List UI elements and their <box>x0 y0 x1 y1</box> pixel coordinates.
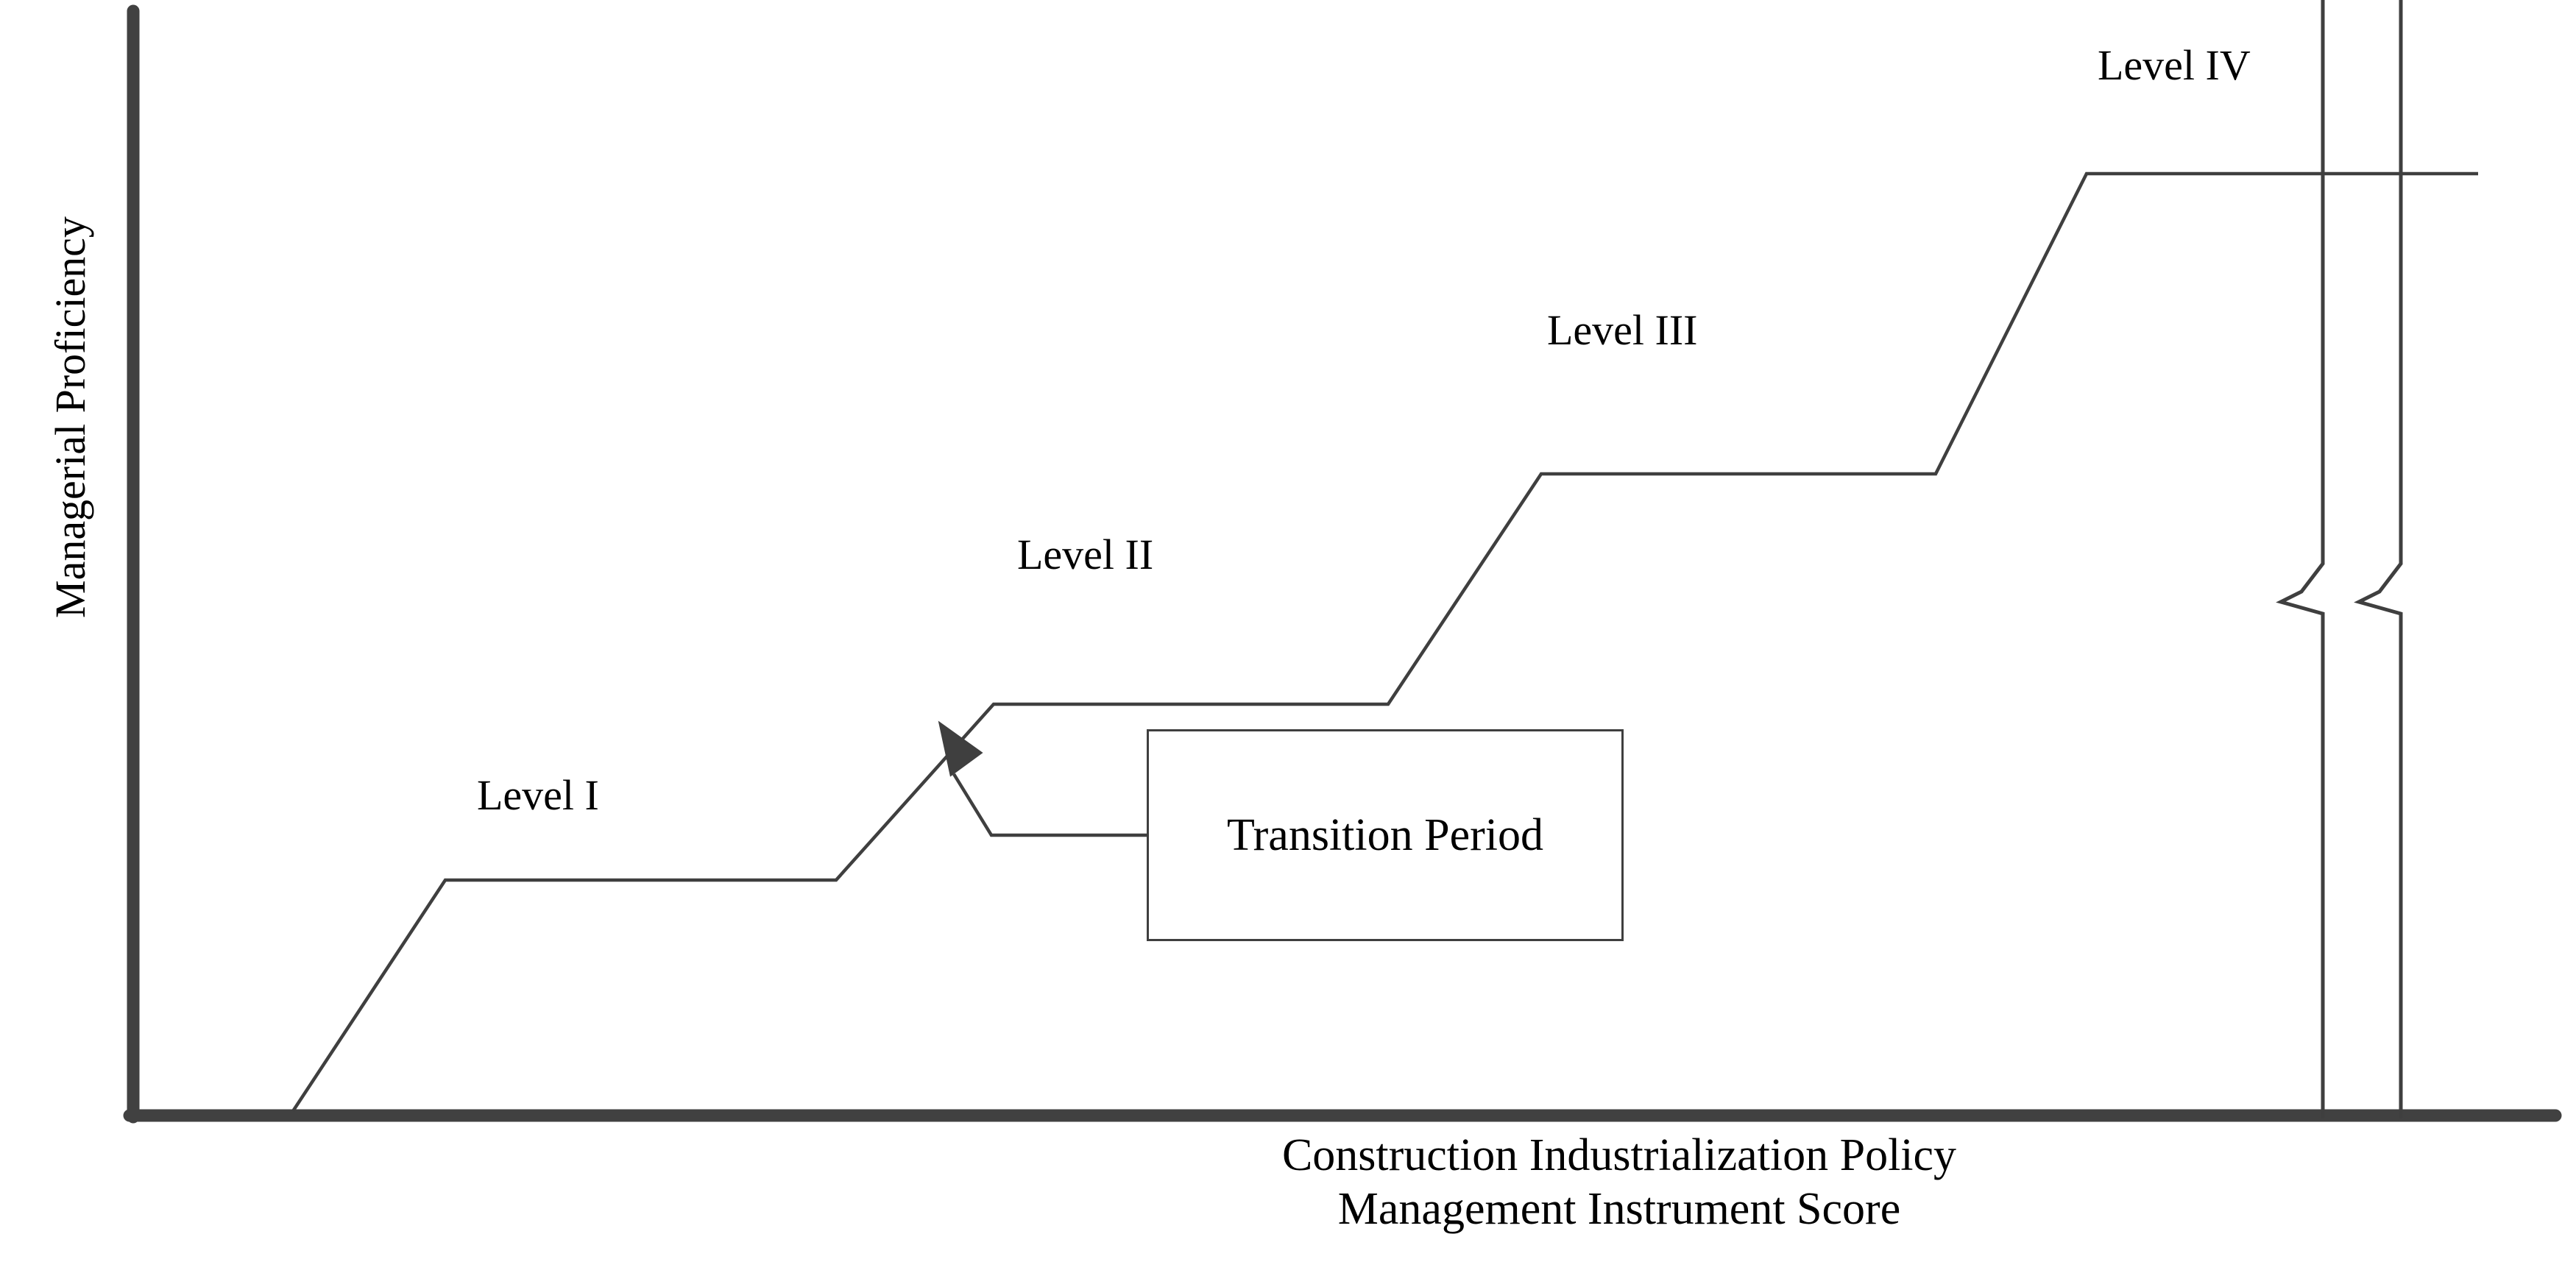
callout-leader-line <box>952 773 1147 837</box>
x-axis-title: Construction Industrialization Policy Ma… <box>1148 1129 2090 1236</box>
callout-leader-group <box>938 720 1147 837</box>
level-label-3: Level III <box>1547 306 1698 354</box>
level-label-4: Level IV <box>2098 41 2251 89</box>
step-curve-group <box>291 171 2478 1113</box>
x-axis-title-line-2: Management Instrument Score <box>1337 1184 1901 1235</box>
callout-arrowhead-icon <box>938 720 983 777</box>
x-axis-title-line-1: Construction Industrialization Policy <box>1281 1130 1957 1180</box>
step-curve <box>291 171 2478 1113</box>
axis-break-group <box>2276 0 2403 1118</box>
axis-break-line-2 <box>2354 0 2403 1118</box>
axis-break-line-1 <box>2276 0 2325 1118</box>
y-axis-title: Managerial Proficiency <box>46 216 94 618</box>
transition-period-box: Transition Period <box>1147 729 1624 941</box>
level-label-1: Level I <box>477 771 599 819</box>
axes-group <box>123 4 2562 1124</box>
transition-period-label: Transition Period <box>1226 809 1544 860</box>
level-label-2: Level II <box>1017 531 1154 578</box>
